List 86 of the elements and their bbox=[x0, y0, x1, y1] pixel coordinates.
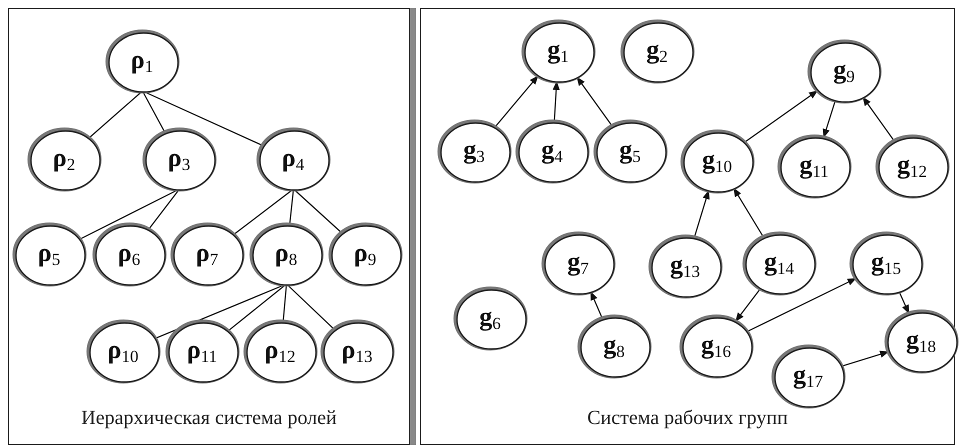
ellipse-node bbox=[165, 319, 239, 383]
ellipse-node bbox=[807, 39, 881, 103]
ellipse-node bbox=[12, 222, 86, 286]
ellipse-node bbox=[884, 309, 958, 373]
ellipse-node bbox=[256, 127, 330, 191]
ellipse-node bbox=[515, 119, 589, 183]
node-label: g$_{2}$ bbox=[646, 36, 668, 66]
ellipse-node bbox=[593, 119, 667, 183]
node-label: ρ$_{11}$ bbox=[186, 336, 218, 366]
ellipse-node bbox=[92, 222, 166, 286]
ellipse-node bbox=[648, 234, 722, 298]
arrow bbox=[590, 290, 604, 320]
connector-line bbox=[286, 284, 335, 330]
connector-line bbox=[88, 90, 143, 139]
node-label: ρ$_{5}$ bbox=[38, 240, 60, 268]
ellipse-node bbox=[142, 127, 216, 191]
ellipse-node bbox=[27, 127, 101, 191]
node-label: g$_{8}$ bbox=[603, 332, 625, 360]
node-label: g$_{15}$ bbox=[871, 248, 901, 278]
node-label: g$_{9}$ bbox=[833, 56, 855, 86]
ellipse-node bbox=[243, 319, 317, 383]
connector-line bbox=[289, 188, 294, 226]
ellipse-node bbox=[249, 222, 323, 286]
ellipse-node bbox=[875, 134, 949, 198]
arrow bbox=[694, 190, 710, 238]
ellipse-node bbox=[437, 119, 511, 183]
ellipse-node bbox=[849, 231, 923, 295]
ellipse-node bbox=[170, 222, 244, 286]
arrow bbox=[862, 96, 895, 142]
connector-line bbox=[227, 284, 287, 332]
node-label: ρ$_{2}$ bbox=[52, 144, 76, 174]
ellipse-node bbox=[320, 319, 394, 383]
node-label: ρ$_{3}$ bbox=[168, 144, 190, 174]
ellipse-node bbox=[86, 319, 160, 383]
ellipse-node bbox=[742, 231, 816, 295]
ellipse-node bbox=[453, 286, 527, 350]
ellipse-node bbox=[679, 314, 753, 378]
arrow bbox=[898, 290, 910, 314]
node-label: g$_{6}$ bbox=[479, 304, 501, 332]
node-label: g$_{12}$ bbox=[897, 152, 927, 180]
node-label: g$_{13}$ bbox=[670, 252, 700, 280]
ellipse-node bbox=[577, 314, 651, 378]
ellipse-node bbox=[521, 19, 595, 83]
arrow bbox=[576, 76, 613, 127]
node-label: g$_{5}$ bbox=[619, 136, 641, 166]
arrow bbox=[732, 187, 764, 238]
arrow bbox=[552, 80, 560, 122]
node-label: g$_{10}$ bbox=[702, 146, 732, 176]
node-label: g$_{3}$ bbox=[463, 136, 485, 166]
node-label: g$_{14}$ bbox=[764, 248, 794, 278]
ellipse-node bbox=[680, 129, 754, 193]
node-label: g$_{11}$ bbox=[799, 152, 829, 180]
node-label: ρ$_{13}$ bbox=[342, 336, 372, 366]
ellipse-node bbox=[541, 231, 615, 295]
ellipse-node bbox=[328, 222, 402, 286]
arrow bbox=[840, 350, 890, 368]
node-label: g$_{7}$ bbox=[567, 248, 589, 278]
node-label: ρ$_{9}$ bbox=[354, 240, 376, 268]
node-label: g$_{17}$ bbox=[793, 362, 823, 390]
node-label: ρ$_{12}$ bbox=[264, 336, 296, 366]
ellipse-node bbox=[777, 134, 851, 198]
node-label: ρ$_{1}$ bbox=[130, 46, 154, 76]
node-label: ρ$_{8}$ bbox=[274, 240, 298, 268]
panel-caption: Система рабочих групп bbox=[587, 407, 788, 429]
ellipse-node bbox=[620, 19, 694, 83]
arrow bbox=[734, 288, 762, 322]
node-label: g$_{4}$ bbox=[541, 136, 563, 166]
arrow bbox=[494, 75, 539, 128]
node-label: g$_{16}$ bbox=[701, 332, 731, 360]
panel-caption: Иерархическая система ролей bbox=[81, 407, 337, 429]
node-label: g$_{1}$ bbox=[547, 36, 569, 66]
arrow bbox=[822, 100, 836, 138]
node-label: ρ$_{10}$ bbox=[108, 336, 138, 366]
node-label: ρ$_{7}$ bbox=[196, 240, 218, 268]
connector-line bbox=[142, 90, 166, 133]
ellipse-node bbox=[771, 344, 845, 408]
ellipse-node bbox=[105, 29, 179, 93]
node-label: ρ$_{6}$ bbox=[118, 240, 140, 268]
connector-line bbox=[232, 188, 294, 236]
arrow bbox=[746, 278, 857, 332]
connector-line bbox=[282, 284, 288, 322]
node-label: g$_{18}$ bbox=[906, 326, 936, 356]
connector-line bbox=[293, 188, 342, 234]
node-label: ρ$_{4}$ bbox=[282, 144, 304, 174]
connector-line bbox=[148, 188, 180, 230]
arrow bbox=[744, 90, 818, 144]
